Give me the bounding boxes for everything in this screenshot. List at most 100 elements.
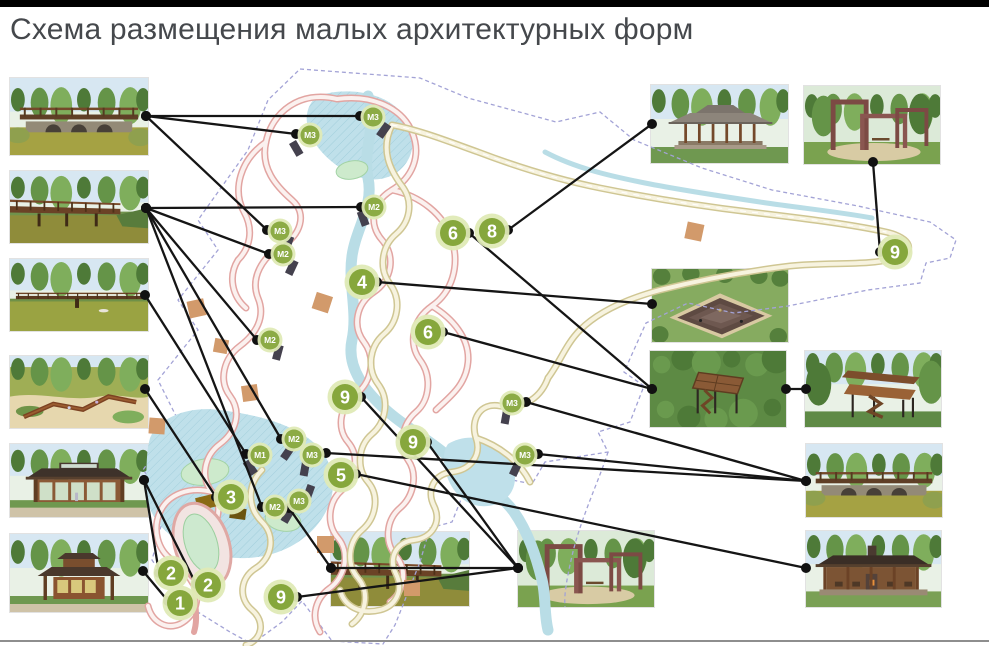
map-marker-6[interactable]: 6 xyxy=(435,215,471,251)
map-marker-m2[interactable]: M2 xyxy=(270,241,296,267)
map-marker-m3[interactable]: M3 xyxy=(512,442,538,468)
marker-halo xyxy=(162,585,198,621)
map-marker-m2[interactable]: M2 xyxy=(257,327,283,353)
connector-dot xyxy=(191,579,201,589)
marker-label: 9 xyxy=(340,388,350,408)
marker-halo xyxy=(344,264,380,300)
marker-label: 9 xyxy=(276,588,286,608)
marker-circle xyxy=(302,445,322,465)
thumbnail-gazebo[interactable] xyxy=(650,84,789,164)
connector-dot xyxy=(211,492,221,502)
marker-halo xyxy=(263,579,299,615)
map-marker-m3[interactable]: M3 xyxy=(267,218,293,244)
marker-circle xyxy=(349,269,375,295)
oval-pond xyxy=(171,501,233,635)
map-marker-3[interactable]: 3 xyxy=(213,479,249,515)
map-marker-m1[interactable]: M1 xyxy=(247,442,273,468)
map-marker-2[interactable]: 2 xyxy=(153,555,189,591)
marker-halo xyxy=(281,426,307,452)
marker-halo xyxy=(323,457,359,493)
bottom-rule xyxy=(0,640,989,642)
marker-label: 9 xyxy=(408,433,418,453)
map-marker-6[interactable]: 6 xyxy=(410,314,446,350)
connector-dot xyxy=(355,111,365,121)
marker-circle xyxy=(158,560,184,586)
marker-circle xyxy=(284,429,304,449)
map-marker-4[interactable]: 4 xyxy=(344,264,380,300)
marker-circle xyxy=(479,218,505,244)
marker-label: 6 xyxy=(448,224,458,244)
marker-circle xyxy=(300,125,320,145)
marker-halo xyxy=(410,314,446,350)
thumbnail-treehouse-platform[interactable] xyxy=(649,350,787,428)
map-marker-5[interactable]: 5 xyxy=(323,457,359,493)
thumbnail-large-pavilion[interactable] xyxy=(9,443,149,518)
marker-halo xyxy=(327,379,363,415)
map-marker-9[interactable]: 9 xyxy=(327,379,363,415)
marker-circle xyxy=(328,462,354,488)
map-marker-m2[interactable]: M2 xyxy=(262,494,288,520)
connector-dot xyxy=(533,449,543,459)
connector-dot xyxy=(291,129,301,139)
connector-line xyxy=(145,207,282,440)
marker-halo xyxy=(395,424,431,460)
marker-label: M2 xyxy=(368,202,380,212)
thumbnail-stage-platform[interactable] xyxy=(651,268,789,343)
connector-dot xyxy=(292,592,302,602)
connector-dot xyxy=(262,225,272,235)
marker-halo xyxy=(190,567,226,603)
marker-halo xyxy=(360,104,386,130)
connector-line xyxy=(468,232,653,390)
map-marker-9[interactable]: 9 xyxy=(395,424,431,460)
map-marker-2[interactable]: 2 xyxy=(190,567,226,603)
connector-dot xyxy=(321,448,331,458)
marker-label: 2 xyxy=(166,564,176,584)
thumbnail-stone-arch-bridge-right[interactable] xyxy=(805,443,943,518)
map-marker-9[interactable]: 9 xyxy=(263,579,299,615)
connector-line xyxy=(145,206,270,256)
connector-dot xyxy=(521,397,531,407)
connector-line xyxy=(325,451,807,483)
thumbnail-zigzag-bridge[interactable] xyxy=(9,355,149,429)
thumbnail-small-pavilion[interactable] xyxy=(9,533,149,613)
map-marker-m3[interactable]: M3 xyxy=(297,122,323,148)
connector-dot xyxy=(241,449,251,459)
marker-label: M2 xyxy=(288,434,300,444)
marker-label: M2 xyxy=(264,335,276,345)
marker-circle xyxy=(250,445,270,465)
map-marker-9[interactable]: 9 xyxy=(877,234,913,270)
connector-line xyxy=(144,388,217,498)
connector-dot xyxy=(875,247,885,257)
marker-label: M3 xyxy=(304,130,316,140)
marker-halo xyxy=(435,215,471,251)
marker-label: M3 xyxy=(519,450,531,460)
marker-circle xyxy=(265,497,285,517)
marker-label: M2 xyxy=(277,249,289,259)
marker-label: M3 xyxy=(306,450,318,460)
map-marker-1[interactable]: 1 xyxy=(162,585,198,621)
thumbnail-portal-arches-bottom[interactable] xyxy=(517,530,655,608)
marker-circle xyxy=(195,572,221,598)
map-marker-m3[interactable]: M3 xyxy=(286,488,312,514)
marker-label: 3 xyxy=(226,488,236,508)
map-marker-m3[interactable]: M3 xyxy=(299,442,325,468)
thumbnail-lookout-tower[interactable] xyxy=(804,350,942,428)
thumbnail-bbq-pavilion[interactable] xyxy=(805,530,942,608)
marker-label: 9 xyxy=(890,243,900,263)
connector-line xyxy=(288,507,332,569)
marker-halo xyxy=(247,442,273,468)
thumbnail-portal-arches-top[interactable] xyxy=(803,85,941,165)
map-marker-m2[interactable]: M2 xyxy=(361,194,387,220)
map-marker-m3[interactable]: M3 xyxy=(360,104,386,130)
thumbnail-stone-arch-bridge-left[interactable] xyxy=(9,77,149,156)
marker-halo xyxy=(257,327,283,353)
map-marker-m3[interactable]: M3 xyxy=(499,390,525,416)
thumbnail-pier-bridge-bottom[interactable] xyxy=(330,531,470,607)
thumbnail-pier-bridge-left[interactable] xyxy=(9,170,149,244)
connector-line xyxy=(145,205,362,210)
marker-halo xyxy=(297,122,323,148)
connector-line xyxy=(145,207,258,341)
map-marker-m2[interactable]: M2 xyxy=(281,426,307,452)
map-marker-8[interactable]: 8 xyxy=(474,213,510,249)
thumbnail-long-bridge-left[interactable] xyxy=(9,258,149,332)
